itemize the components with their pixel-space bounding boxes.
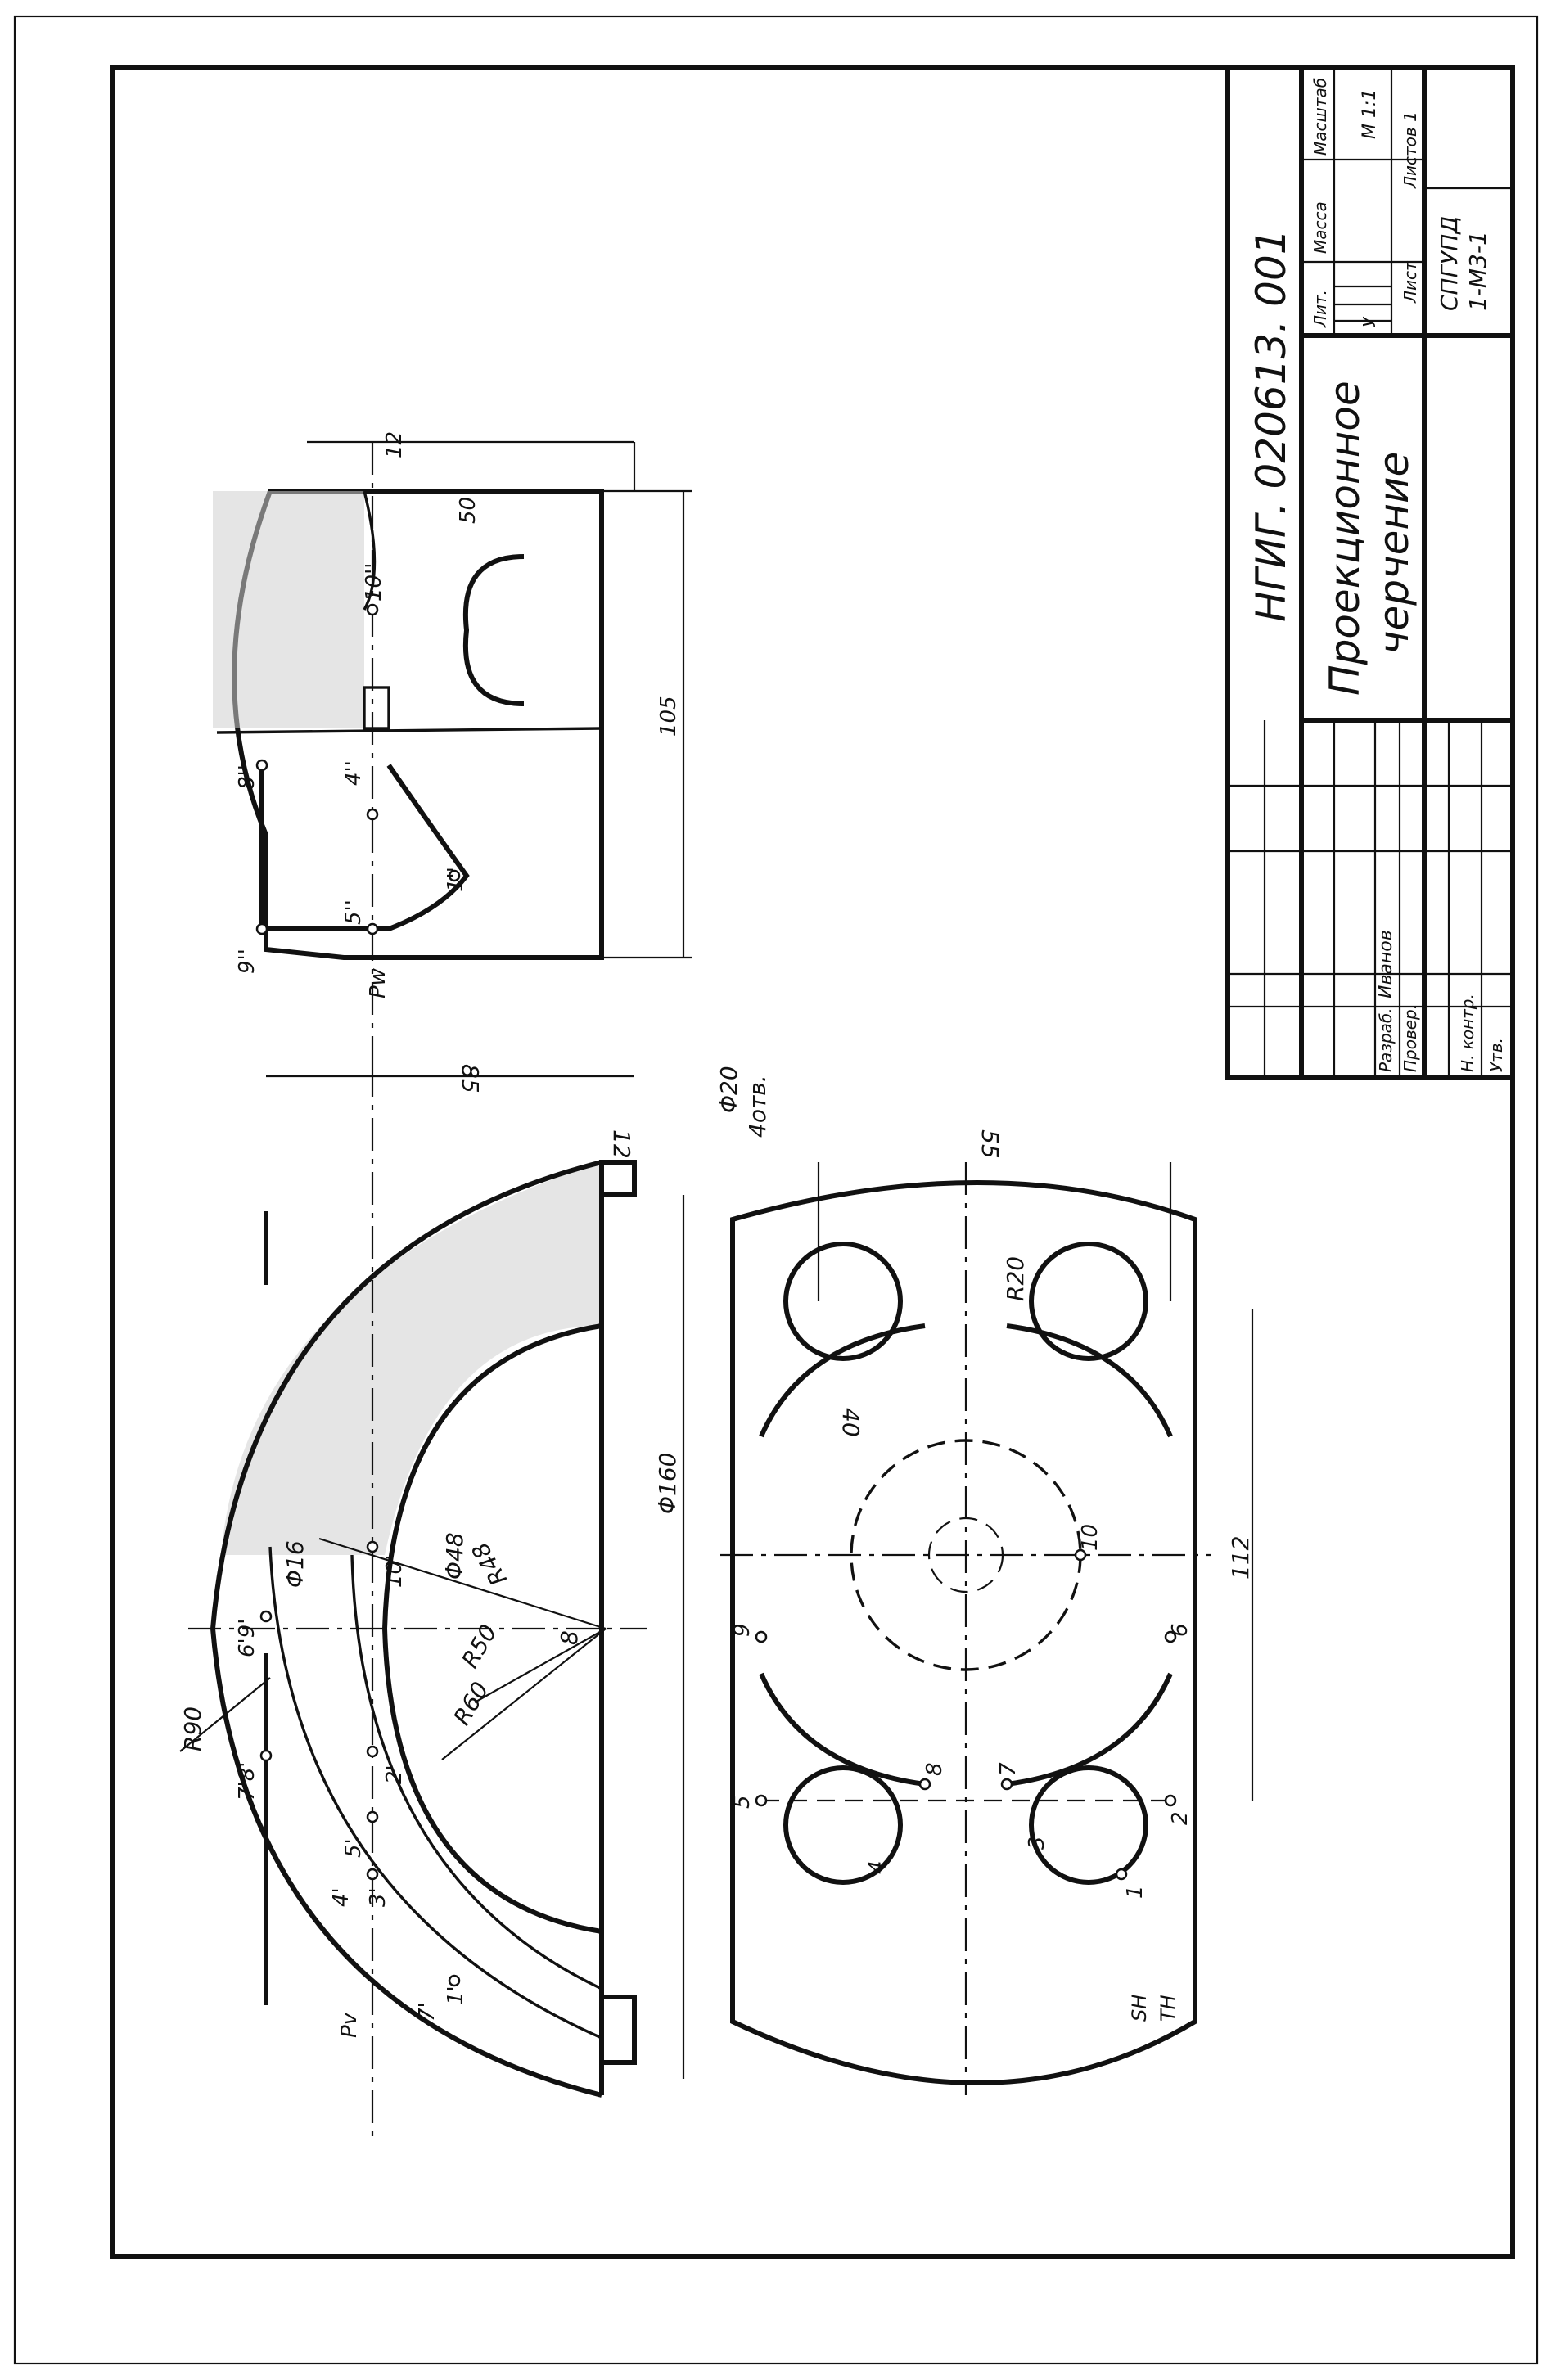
plane-th: TH [1157, 1995, 1179, 2022]
plane-pv: Pv [337, 2012, 362, 2038]
side-view-section-hatch [213, 491, 364, 728]
pt-side-5: 5'' [341, 899, 366, 925]
col-mass: Масса [1310, 201, 1330, 254]
sheet-label: Лист [1400, 260, 1420, 304]
plane-pw: Pw [366, 967, 390, 998]
dim-top-112: 112 [1227, 1536, 1254, 1580]
role-checker: Провер. [1400, 1004, 1420, 1072]
pt-front-78: 7'8' [235, 1762, 259, 1801]
dim-top-holes: 4отв. [744, 1075, 771, 1138]
dim-d160: Φ160 [654, 1453, 681, 1514]
pt-front-1: 1' [444, 1986, 468, 2005]
pt-top-9: 9 [730, 1623, 755, 1637]
pt-front-7: 7' [415, 2002, 440, 2022]
pt-top-4: 4 [865, 1860, 890, 1874]
dim-r90: R90 [179, 1706, 206, 1751]
scale-value: М 1:1 [1360, 89, 1380, 139]
plane-sh: SH [1128, 1995, 1151, 2022]
pt-top-7: 7 [996, 1762, 1021, 1776]
dim-top-40: 40 [837, 1408, 864, 1437]
pt-front-5: 5' [341, 1838, 366, 1858]
pt-top-1: 1 [1123, 1885, 1148, 1899]
sheet-outer-border [13, 15, 1539, 2365]
dim-top-r20: R20 [1002, 1256, 1029, 1301]
pt-top-2: 2 [1168, 1811, 1193, 1825]
developer-name: Иванов [1376, 930, 1396, 998]
title-line-1: Проекционное [1321, 381, 1369, 696]
pt-side-8: 8'' [235, 764, 259, 790]
pt-top-3: 3 [1025, 1836, 1049, 1850]
organization-line-2: 1-М3-1 [1464, 231, 1491, 311]
dim-d16: Φ16 [282, 1540, 309, 1588]
lit-value: У [1360, 316, 1379, 327]
front-view: R90 R60 R50 R48 Φ16 Φ48 Φ160 85 12 8 1' … [179, 1064, 685, 2144]
pt-front-3: 3' [366, 1887, 390, 1907]
front-view-section-hatch [221, 1162, 602, 1555]
dim-d12-front: 12 [608, 1129, 635, 1159]
dim-d48: Φ48 [441, 1532, 468, 1580]
pt-front-10: 10' [382, 1555, 407, 1588]
dim-r48: R48 [467, 1538, 512, 1590]
side-view: 105 50 12 9'' 8'' 5'' 4'' 1'' 10'' Pw [213, 431, 692, 1064]
pt-side-1: 1'' [444, 867, 468, 892]
dim-side-50: 50 [456, 497, 480, 524]
pt-side-4: 4'' [341, 760, 366, 786]
role-developer: Разраб. [1376, 1007, 1396, 1072]
top-view: Φ20 4отв. 55 R20 40 112 1 2 3 4 5 6 7 8 … [715, 1066, 1254, 2095]
title-line-2: черчение [1370, 452, 1418, 655]
role-norm-control: Н. контр. [1458, 994, 1477, 1072]
pt-front-4: 4' [329, 1887, 354, 1907]
dim-top-d20: Φ20 [715, 1066, 742, 1113]
role-approver: Утв. [1486, 1038, 1506, 1072]
dim-side-12: 12 [382, 431, 407, 458]
drawing-frame [110, 65, 1515, 2259]
dim-side-105: 105 [656, 696, 681, 737]
dim-d85: 85 [457, 1064, 484, 1093]
title-block: НГИГ. 020613. 001 Проекционное черчение … [1225, 65, 1515, 1080]
pt-side-10: 10'' [362, 563, 386, 602]
pt-top-8: 8 [922, 1762, 947, 1776]
pt-front-2: 2' [382, 1765, 407, 1784]
dim-top-55: 55 [976, 1129, 1004, 1159]
dim-r60: R60 [448, 1677, 494, 1729]
pt-top-10: 10 [1078, 1524, 1103, 1551]
sheets-label: Листов 1 [1400, 111, 1420, 189]
pt-side-9: 9'' [235, 949, 259, 974]
col-scale: Масштаб [1310, 78, 1330, 156]
pt-top-5: 5 [730, 1795, 755, 1809]
title-designation: НГИГ. 020613. 001 [1247, 228, 1295, 622]
pt-top-6: 6 [1168, 1623, 1193, 1637]
pt-front-69: 6'9' [235, 1619, 259, 1657]
dim-d8: 8 [556, 1630, 583, 1645]
col-lit: Лит. [1310, 290, 1330, 328]
organization-line-1: СПГУПД [1436, 216, 1463, 311]
